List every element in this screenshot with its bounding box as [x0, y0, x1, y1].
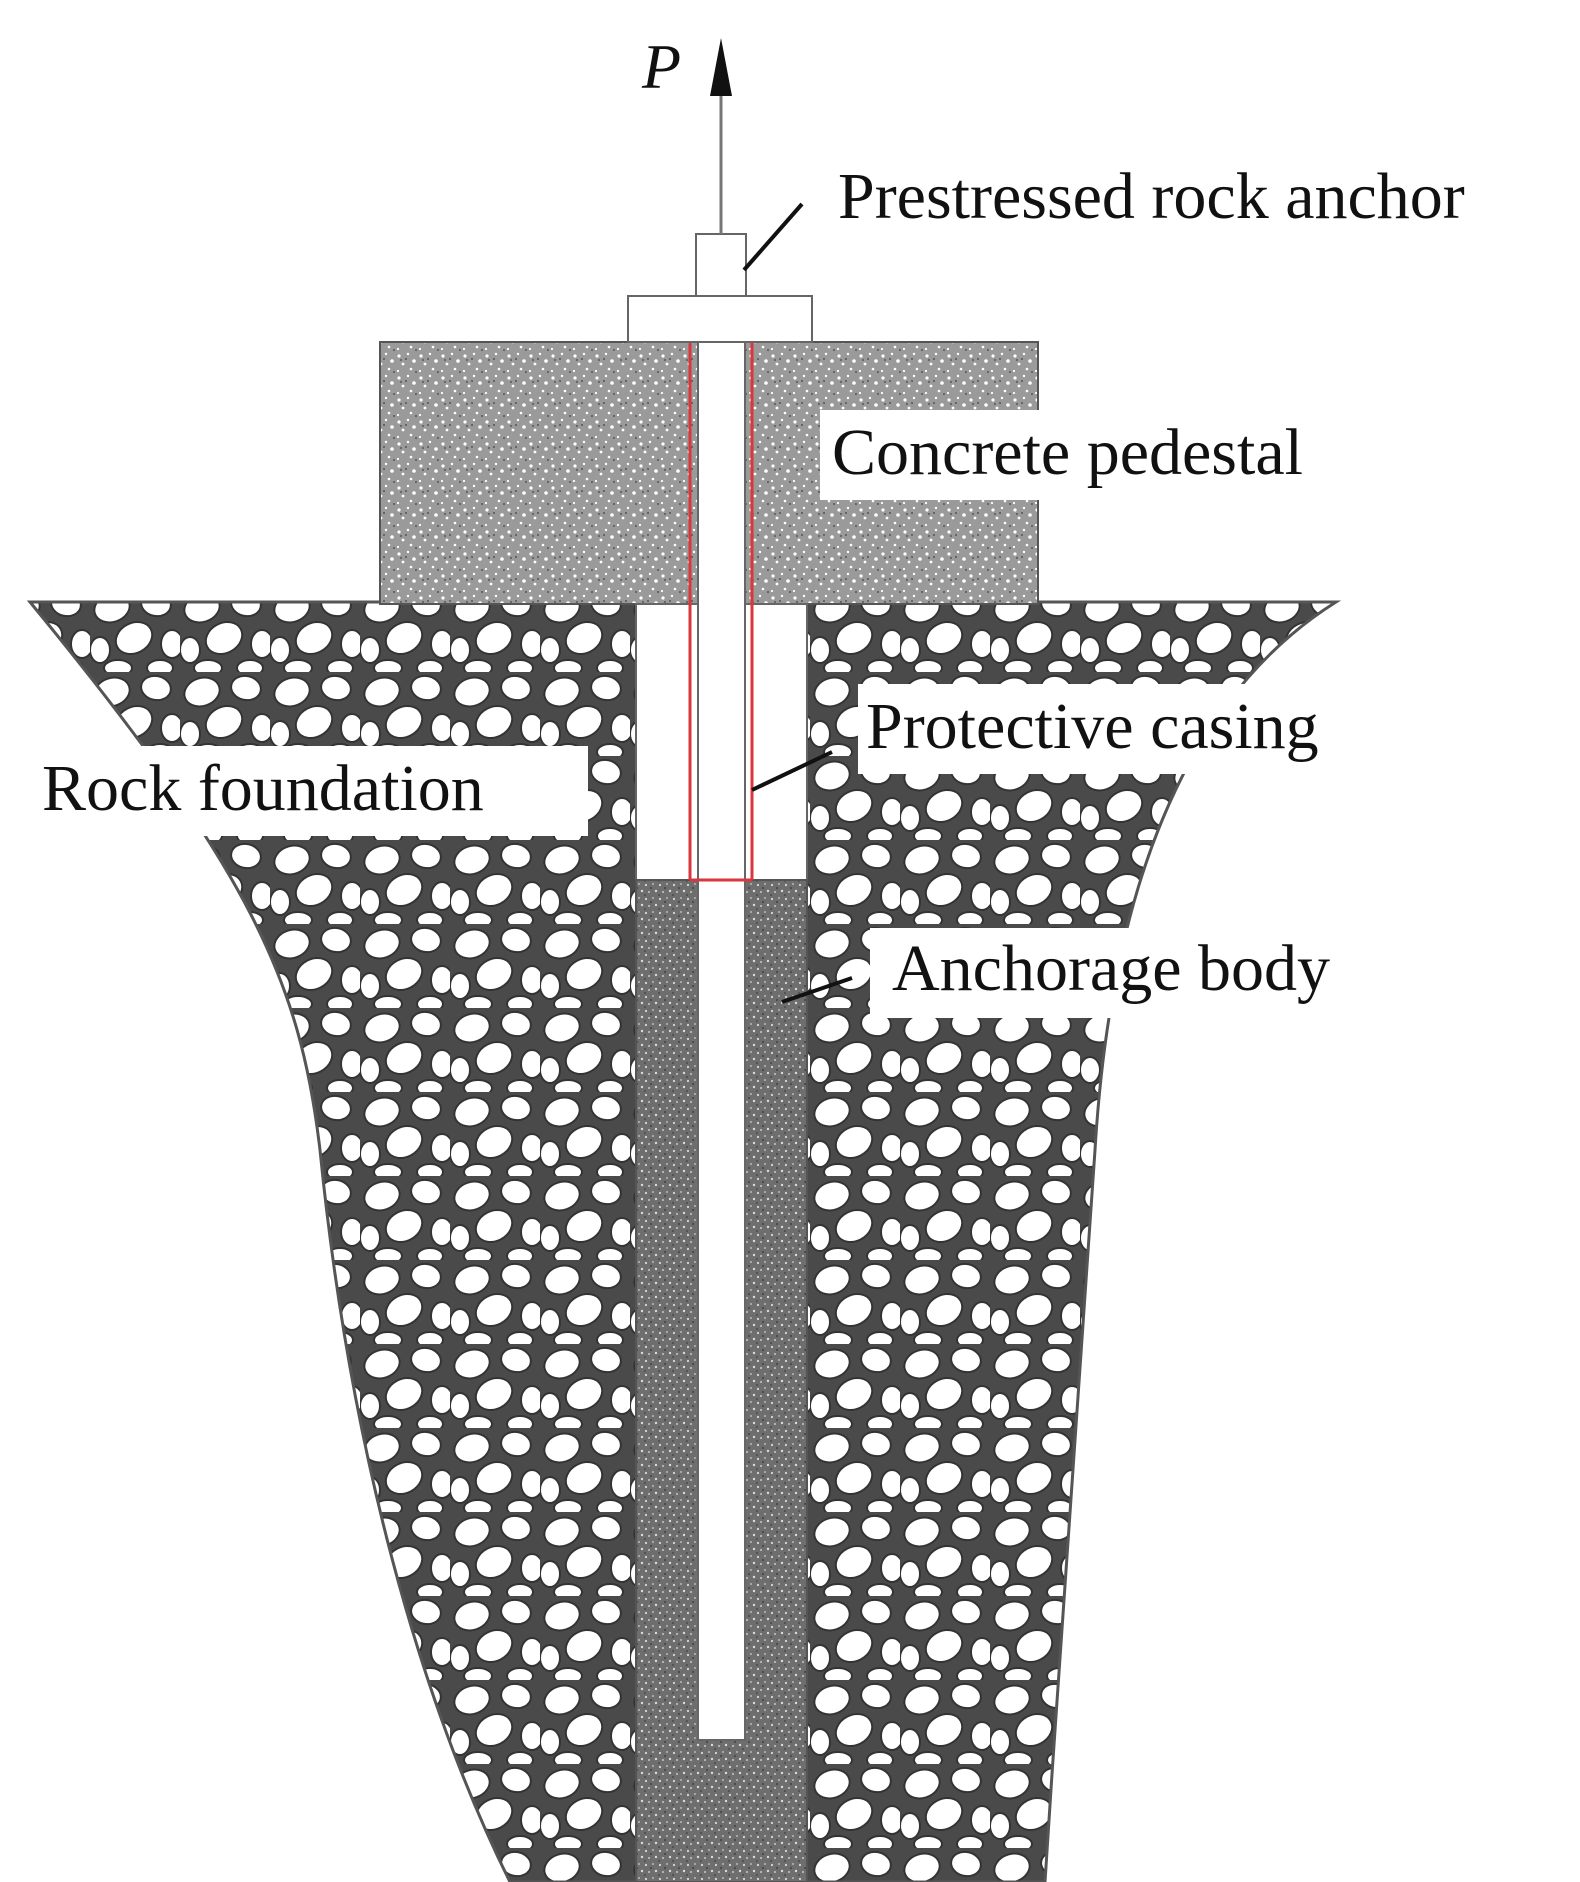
- leader-anchorage-body: [781, 976, 853, 1004]
- label-protective-casing: Protective casing: [866, 690, 1319, 763]
- leader-protective-casing: [751, 750, 833, 792]
- anchor-bearing-plate: [627, 295, 813, 343]
- label-bg-concrete: [820, 410, 1386, 500]
- label-bg-casing: [858, 684, 1398, 774]
- load-arrow-icon: [710, 38, 732, 96]
- label-prestressed-rock-anchor: Prestressed rock anchor: [838, 160, 1465, 233]
- label-bg-anchorage: [870, 928, 1400, 1018]
- label-bg-rock: [28, 746, 588, 836]
- label-rock-foundation: Rock foundation: [42, 752, 484, 825]
- anchor-tendon: [697, 341, 746, 1741]
- load-label: P: [641, 31, 681, 102]
- leader-prestressed-rock-anchor: [742, 202, 804, 272]
- anchor-nut: [695, 233, 747, 297]
- label-concrete-pedestal: Concrete pedestal: [832, 416, 1303, 489]
- label-anchorage-body: Anchorage body: [892, 932, 1330, 1005]
